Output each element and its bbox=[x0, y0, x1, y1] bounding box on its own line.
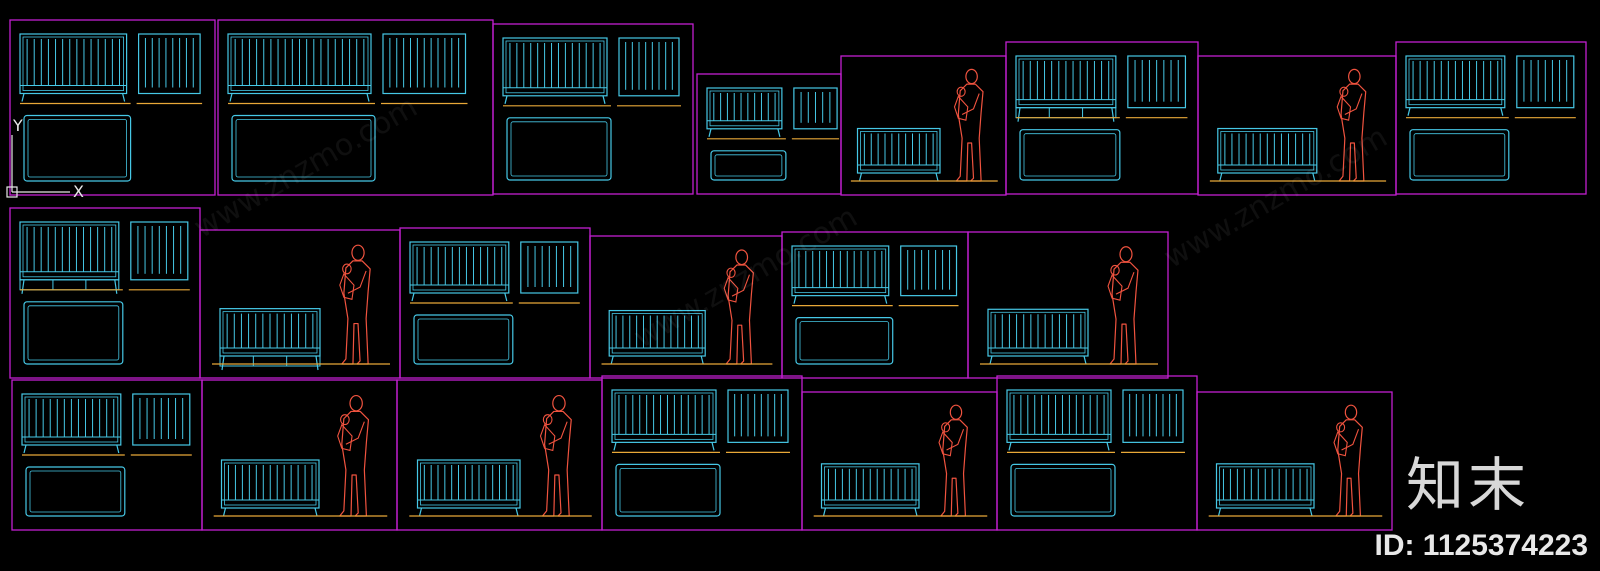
crib-panel bbox=[1005, 41, 1199, 195]
crib-plan-view bbox=[710, 150, 787, 181]
ucs-axis-icon: YX bbox=[6, 116, 84, 201]
crib-panel bbox=[967, 231, 1169, 379]
crib-panel bbox=[1196, 391, 1393, 531]
crib-panel bbox=[399, 227, 591, 379]
crib-front-view bbox=[409, 241, 510, 302]
crib-front-view bbox=[791, 245, 890, 304]
crib-side-view bbox=[1122, 389, 1184, 443]
crib-side-view bbox=[382, 33, 467, 95]
adult-holding-baby-figure bbox=[1107, 246, 1139, 365]
crib-side-view bbox=[793, 87, 838, 130]
crib-panel bbox=[199, 229, 401, 379]
crib-panel bbox=[1197, 55, 1397, 196]
crib-front-view bbox=[219, 308, 321, 371]
crib-panel bbox=[601, 375, 803, 531]
panel-frame bbox=[9, 19, 216, 196]
crib-panel bbox=[696, 73, 842, 195]
axis-y-label: Y bbox=[12, 116, 23, 135]
adult-holding-baby-figure bbox=[723, 249, 754, 365]
adult-holding-baby-figure bbox=[337, 394, 370, 517]
crib-plan-view bbox=[1019, 129, 1121, 181]
panel-frame bbox=[1196, 391, 1393, 531]
crib-plan-view bbox=[25, 466, 126, 517]
crib-plan-view bbox=[23, 301, 124, 365]
crib-plan-view bbox=[506, 117, 612, 181]
crib-plan-view bbox=[413, 314, 514, 365]
crib-front-view bbox=[21, 393, 122, 454]
panel-frame bbox=[589, 235, 783, 379]
crib-plan-view bbox=[23, 114, 132, 182]
crib-front-view bbox=[227, 33, 372, 102]
panel-frame bbox=[1395, 41, 1587, 195]
panel-frame bbox=[801, 391, 998, 531]
drawing-row-1 bbox=[9, 19, 1587, 196]
adult-holding-baby-figure bbox=[1333, 404, 1363, 517]
adult-holding-baby-figure bbox=[539, 394, 572, 517]
panel-frame bbox=[967, 231, 1169, 379]
crib-panel bbox=[217, 19, 494, 196]
crib-front-view bbox=[1006, 389, 1112, 451]
crib-side-view bbox=[618, 37, 680, 97]
crib-side-view bbox=[900, 245, 958, 297]
crib-panel bbox=[781, 231, 969, 379]
crib-panel bbox=[9, 19, 216, 196]
crib-side-view bbox=[138, 33, 201, 95]
crib-panel bbox=[840, 55, 1007, 196]
axis-x-label: X bbox=[73, 182, 84, 201]
crib-front-view bbox=[19, 33, 128, 102]
adult-holding-baby-figure bbox=[938, 404, 968, 517]
crib-side-view bbox=[1127, 55, 1187, 109]
crib-panel bbox=[589, 235, 783, 379]
crib-front-view bbox=[1015, 55, 1117, 122]
id-label: ID: 1125374223 bbox=[1374, 529, 1588, 562]
crib-panel bbox=[492, 23, 694, 195]
panel-frame bbox=[492, 23, 694, 195]
crib-side-view bbox=[132, 393, 191, 446]
crib-front-view bbox=[608, 309, 706, 365]
adult-holding-baby-figure bbox=[339, 244, 371, 365]
crib-front-view bbox=[19, 221, 120, 294]
crib-side-view bbox=[130, 221, 189, 281]
crib-plan-view bbox=[231, 114, 376, 182]
crib-front-view bbox=[611, 389, 717, 451]
crib-plan-view bbox=[1010, 463, 1116, 517]
drawing-row-3 bbox=[11, 375, 1393, 531]
adult-holding-baby-figure bbox=[1336, 68, 1367, 182]
crib-side-view bbox=[520, 241, 579, 294]
crib-plan-view bbox=[1409, 129, 1510, 181]
crib-panel bbox=[9, 207, 201, 379]
crib-front-view bbox=[1215, 463, 1315, 517]
panel-frame bbox=[1197, 55, 1397, 196]
crib-front-view bbox=[220, 459, 320, 517]
crib-panel bbox=[201, 379, 398, 531]
crib-front-view bbox=[1405, 55, 1506, 116]
crib-panel bbox=[801, 391, 998, 531]
crib-front-view bbox=[416, 459, 521, 517]
crib-front-view bbox=[1217, 127, 1318, 182]
brand-logo: 知末 bbox=[1405, 451, 1530, 519]
crib-side-view bbox=[727, 389, 789, 443]
adult-holding-baby-figure bbox=[953, 68, 984, 182]
crib-front-view bbox=[820, 463, 920, 517]
crib-panel bbox=[1395, 41, 1587, 195]
crib-plan-view bbox=[615, 463, 721, 517]
crib-panel bbox=[396, 379, 603, 531]
crib-side-view bbox=[1516, 55, 1575, 109]
crib-front-view bbox=[987, 308, 1089, 365]
crib-front-view bbox=[706, 87, 783, 137]
drawing-row-2 bbox=[9, 207, 1169, 379]
crib-plan-view bbox=[795, 317, 894, 365]
crib-front-view bbox=[502, 37, 608, 104]
crib-panel bbox=[996, 375, 1198, 531]
crib-panel bbox=[11, 379, 203, 531]
crib-front-view bbox=[856, 127, 941, 182]
